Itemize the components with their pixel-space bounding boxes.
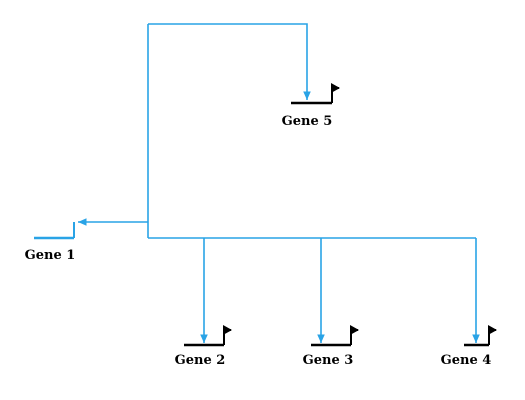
gene1-node: Gene 1 xyxy=(25,222,76,263)
gene2-label: Gene 2 xyxy=(175,353,226,368)
gene2-node: Gene 2 xyxy=(175,325,232,368)
gene1-label: Gene 1 xyxy=(25,248,76,263)
gene3-node: Gene 3 xyxy=(303,325,359,368)
gene5-label: Gene 5 xyxy=(282,114,333,129)
gene3-promoter-arrow-icon xyxy=(350,325,359,345)
gene2-promoter-arrow-icon xyxy=(223,325,232,345)
gene4-node: Gene 4 xyxy=(441,325,497,368)
gene4-label: Gene 4 xyxy=(441,353,492,368)
gene5-promoter-arrow-icon xyxy=(331,83,340,103)
regulation-wires xyxy=(78,23,480,343)
gene5-node: Gene 5 xyxy=(282,83,340,129)
gene4-promoter-arrow-icon xyxy=(488,325,497,345)
wire-to-gene5 xyxy=(148,23,311,100)
gene3-label: Gene 3 xyxy=(303,353,354,368)
